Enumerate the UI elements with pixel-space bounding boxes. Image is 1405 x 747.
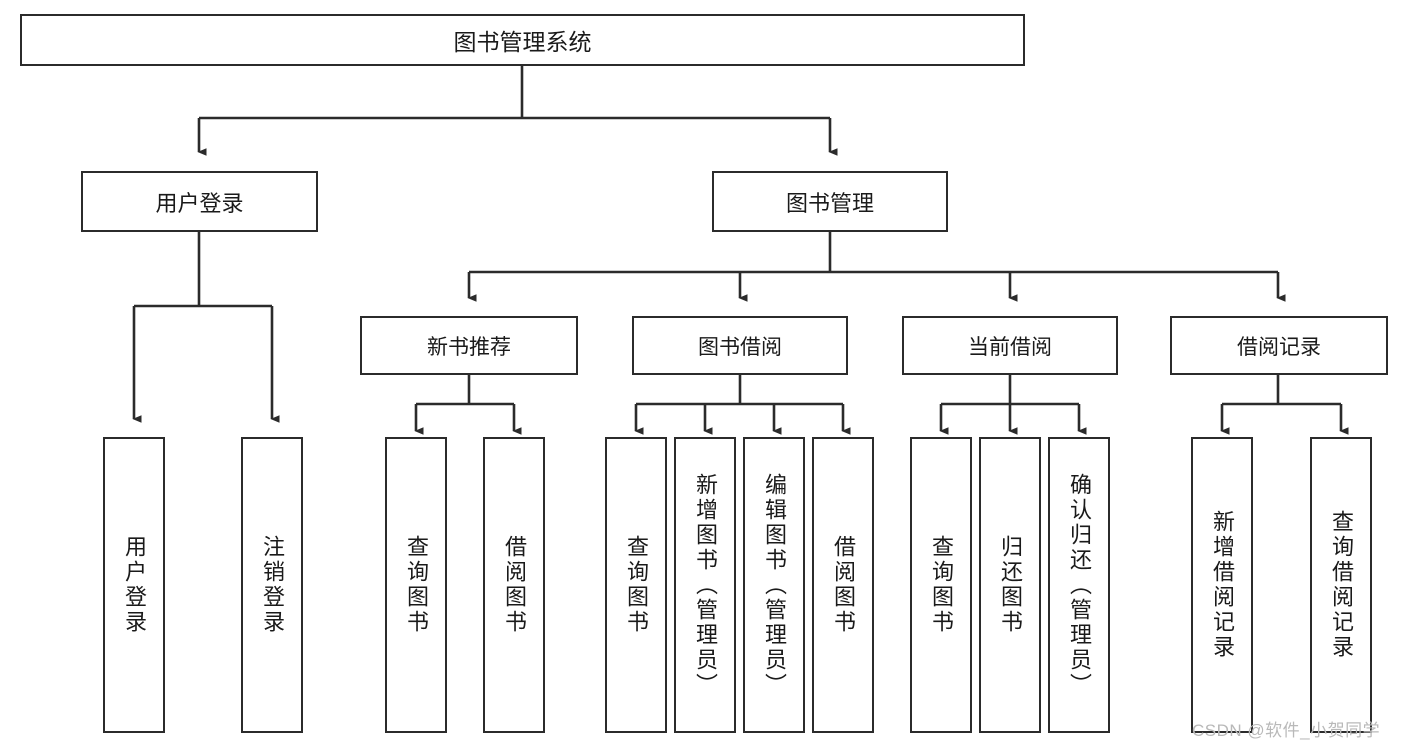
leaf-records-add-record[interactable]: 新增借阅记录 — [1191, 437, 1253, 733]
leaf-current-confirm-return-admin[interactable]: 确认归还（管理员） — [1048, 437, 1110, 733]
leaf-label: 新增借阅记录 — [1210, 510, 1235, 660]
node-root-system[interactable]: 图书管理系统 — [20, 14, 1025, 66]
node-book-borrow[interactable]: 图书借阅 — [632, 316, 848, 375]
leaf-borrow-add-book-admin[interactable]: 新增图书（管理员） — [674, 437, 736, 733]
leaf-recommend-borrow-book[interactable]: 借阅图书 — [483, 437, 545, 733]
node-book-management[interactable]: 图书管理 — [712, 171, 948, 232]
leaf-label: 确认归还（管理员） — [1067, 472, 1092, 698]
leaf-label: 注销登录 — [260, 535, 285, 635]
node-current-borrow[interactable]: 当前借阅 — [902, 316, 1118, 375]
leaf-label: 新增图书（管理员） — [693, 472, 718, 698]
leaf-label: 查询图书 — [929, 535, 954, 635]
leaf-records-query-record[interactable]: 查询借阅记录 — [1310, 437, 1372, 733]
leaf-label: 查询图书 — [404, 535, 429, 635]
leaf-label: 用户登录 — [122, 535, 147, 635]
leaf-label: 借阅图书 — [831, 535, 856, 635]
leaf-label: 借阅图书 — [502, 535, 527, 635]
leaf-current-return-book[interactable]: 归还图书 — [979, 437, 1041, 733]
leaf-user-login-login[interactable]: 用户登录 — [103, 437, 165, 733]
node-user-login[interactable]: 用户登录 — [81, 171, 318, 232]
leaf-recommend-query-book[interactable]: 查询图书 — [385, 437, 447, 733]
leaf-borrow-edit-book-admin[interactable]: 编辑图书（管理员） — [743, 437, 805, 733]
leaf-user-login-logout[interactable]: 注销登录 — [241, 437, 303, 733]
leaf-borrow-query-book[interactable]: 查询图书 — [605, 437, 667, 733]
node-new-book-recommend[interactable]: 新书推荐 — [360, 316, 578, 375]
node-borrow-records[interactable]: 借阅记录 — [1170, 316, 1388, 375]
leaf-label: 查询借阅记录 — [1329, 510, 1354, 660]
leaf-current-query-book[interactable]: 查询图书 — [910, 437, 972, 733]
csdn-watermark: CSDN @软件_小贺同学 — [1192, 721, 1381, 740]
leaf-borrow-borrow-book[interactable]: 借阅图书 — [812, 437, 874, 733]
leaf-label: 查询图书 — [624, 535, 649, 635]
leaf-label: 编辑图书（管理员） — [762, 472, 787, 698]
leaf-label: 归还图书 — [998, 535, 1023, 635]
